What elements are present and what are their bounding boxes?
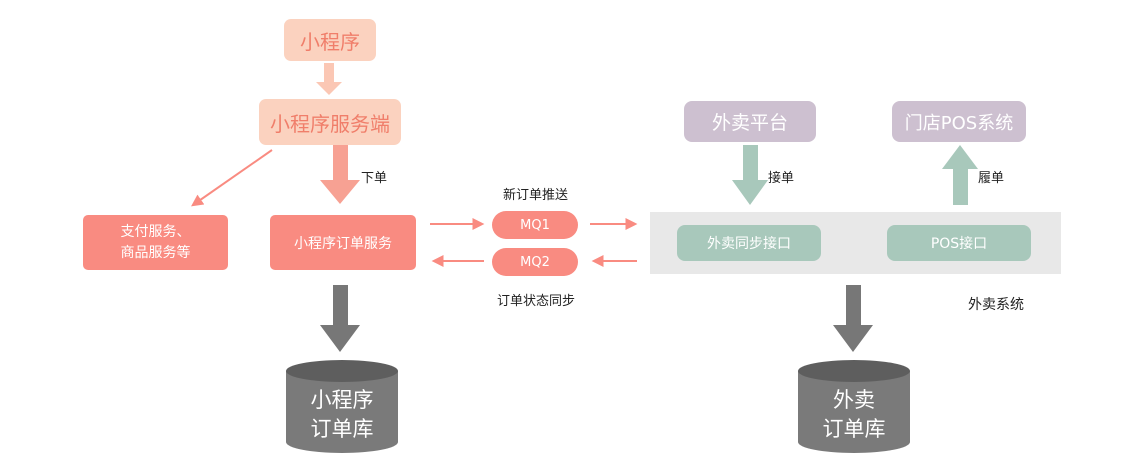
- takeaway-db-label: 外卖 订单库: [822, 388, 886, 442]
- pos-interface-node: POS接口: [887, 225, 1031, 261]
- arrow-miniprogram-to-server: [316, 63, 342, 95]
- payment-service-node: 支付服务、 商品服务等: [83, 215, 228, 270]
- mq2-queue: MQ2: [492, 248, 578, 276]
- arrow-to-mini-db: [320, 285, 360, 352]
- mq1-queue: MQ1: [492, 211, 578, 239]
- order-status-sync-label: 订单状态同步: [497, 294, 576, 309]
- mini-db-label: 小程序 订单库: [310, 388, 374, 442]
- arrow-place-order: [320, 145, 360, 204]
- place-order-label: 下单: [361, 171, 388, 186]
- order-service-node: 小程序订单服务: [270, 215, 416, 270]
- takeaway-sync-node: 外卖同步接口: [677, 225, 821, 261]
- takeaway-platform-node: 外卖平台: [684, 101, 816, 142]
- takeaway-db-cylinder: [798, 360, 910, 453]
- store-pos-node: 门店POS系统: [892, 101, 1026, 142]
- takeaway-system-label: 外卖系统: [968, 297, 1024, 313]
- miniprogram-server-node: 小程序服务端: [259, 99, 401, 145]
- new-order-push-label: 新订单推送: [503, 188, 569, 203]
- mini-db-cylinder: [286, 360, 398, 453]
- accept-order-label: 接单: [768, 171, 795, 186]
- arrow-to-payment-service: [191, 149, 273, 207]
- miniprogram-node: 小程序: [284, 19, 376, 61]
- arrow-to-takeaway-db: [833, 285, 873, 352]
- arrow-accept-order: [732, 145, 768, 205]
- arrow-fulfill-order: [942, 145, 978, 205]
- fulfill-order-label: 履单: [978, 171, 1005, 186]
